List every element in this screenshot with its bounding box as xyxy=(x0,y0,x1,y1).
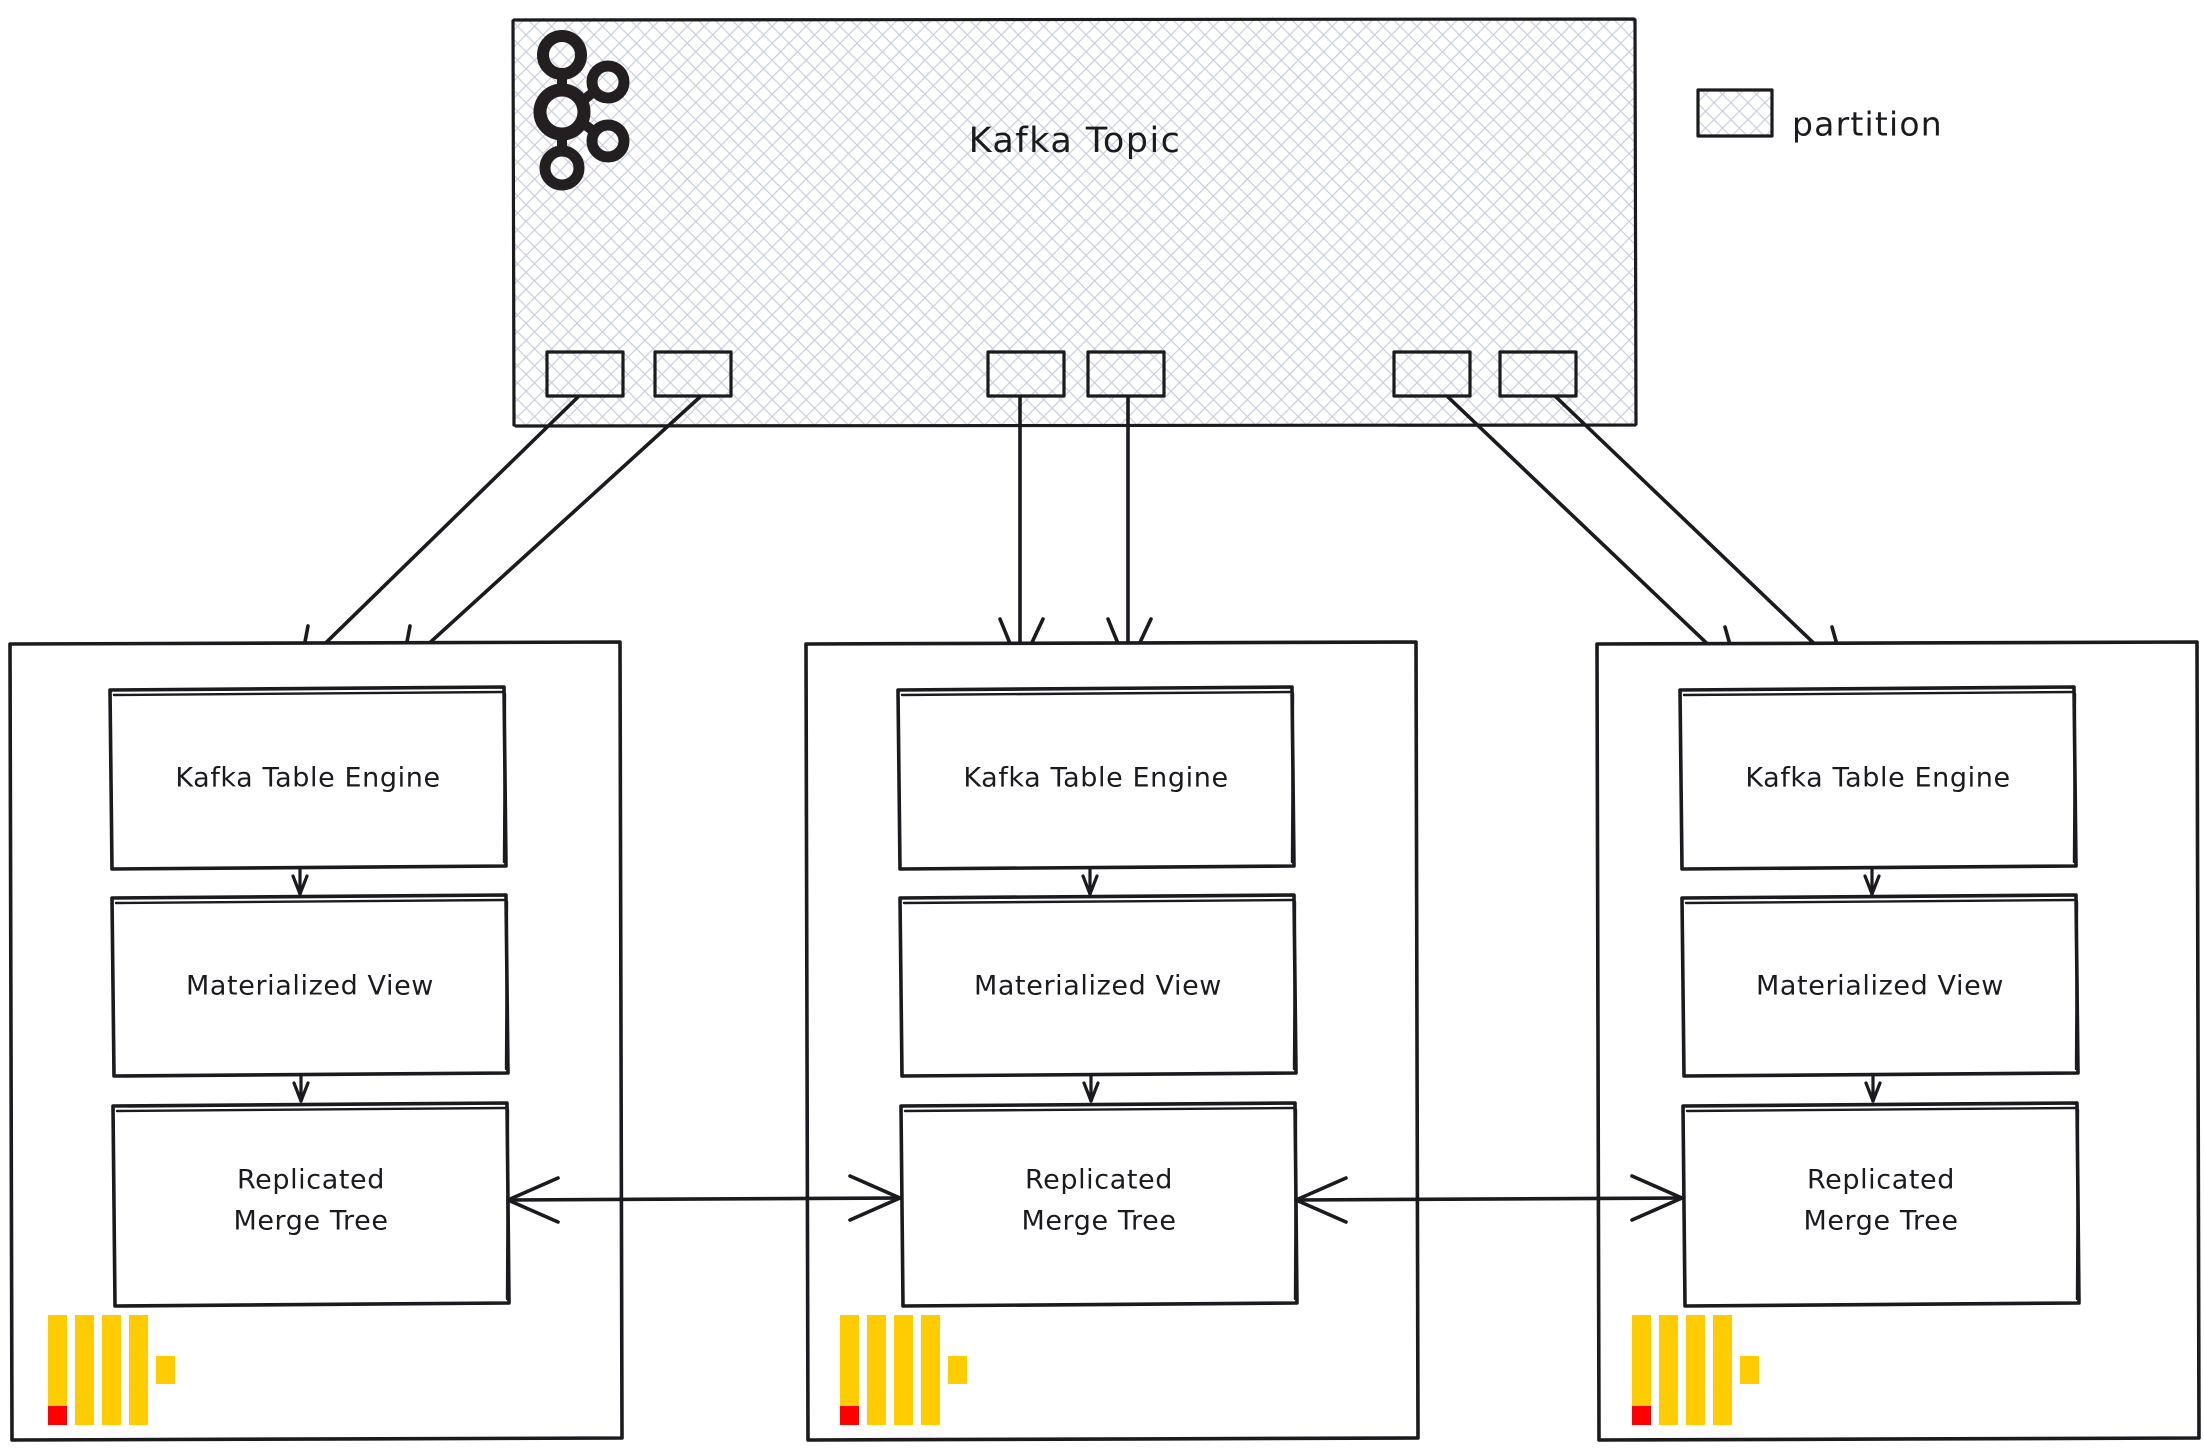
node-1-arrow-mv-to-rmt xyxy=(292,1074,310,1103)
node-3-materialized-view-label: Materialized View xyxy=(1756,971,2004,1002)
node-1-arrow-kte-to-mv xyxy=(291,867,309,896)
node-1-replicated-merge-tree-box[interactable]: Replicated Merge Tree xyxy=(111,1101,511,1308)
arrow-p6-to-node3 xyxy=(1554,395,1847,675)
node-2[interactable]: Kafka Table Engine Materialized View Rep… xyxy=(804,640,1420,1442)
node-3-kafka-table-engine-box[interactable]: Kafka Table Engine xyxy=(1678,685,2078,871)
node-2-kafka-table-engine-box[interactable]: Kafka Table Engine xyxy=(896,685,1296,871)
kafka-topic-border xyxy=(511,17,1638,428)
node-1-kafka-table-engine-box[interactable]: Kafka Table Engine xyxy=(108,685,508,871)
arrow-p3-to-node2 xyxy=(998,395,1045,670)
node-2-replicated-merge-tree-label-line1: Replicated xyxy=(1025,1165,1173,1196)
legend-swatch-border xyxy=(1696,88,1774,138)
legend-label: partition xyxy=(1792,105,1943,144)
arrow-p1-to-node1 xyxy=(298,395,580,670)
legend: partition xyxy=(1696,88,1943,144)
arrow-p2-to-node1 xyxy=(400,395,702,670)
replication-arrow-node2-node3 xyxy=(1294,1174,1684,1224)
node-1-replicated-merge-tree-label-line2: Merge Tree xyxy=(233,1206,388,1237)
node-3-replicated-merge-tree-box[interactable]: Replicated Merge Tree xyxy=(1681,1101,2081,1308)
node-2-replicated-merge-tree-box[interactable]: Replicated Merge Tree xyxy=(899,1101,1299,1308)
node-3-replicated-merge-tree-label-line2: Merge Tree xyxy=(1803,1206,1958,1237)
node-1-replicated-merge-tree-label-line1: Replicated xyxy=(237,1165,385,1196)
node-1-materialized-view-box[interactable]: Materialized View xyxy=(110,893,510,1078)
node-2-materialized-view-label: Materialized View xyxy=(974,971,1222,1002)
node-3-clickhouse-logo xyxy=(1632,1315,1759,1425)
kafka-topic-group[interactable]: Kafka Topic xyxy=(511,17,1638,428)
node-2-replicated-merge-tree-label-line2: Merge Tree xyxy=(1021,1206,1176,1237)
node-2-clickhouse-logo xyxy=(840,1315,967,1425)
partition-p5[interactable] xyxy=(1392,350,1472,398)
node-1[interactable]: Kafka Table Engine Materialized View Rep… xyxy=(8,640,624,1442)
legend-swatch-fill xyxy=(1698,90,1772,136)
node-3-kafka-table-engine-label: Kafka Table Engine xyxy=(1745,763,2010,794)
kafka-topic-label: Kafka Topic xyxy=(969,121,1182,161)
arrow-p5-to-node3 xyxy=(1446,395,1740,675)
node-3-materialized-view-box[interactable]: Materialized View xyxy=(1680,893,2080,1078)
node-3-replicated-merge-tree-label-line1: Replicated xyxy=(1807,1165,1955,1196)
partition-p3[interactable] xyxy=(986,350,1066,398)
node-3-arrow-kte-to-mv xyxy=(1863,867,1881,896)
node-3-arrow-mv-to-rmt xyxy=(1864,1074,1882,1103)
node-2-materialized-view-box[interactable]: Materialized View xyxy=(898,893,1298,1078)
node-1-materialized-view-label: Materialized View xyxy=(186,971,434,1002)
arrow-p4-to-node2 xyxy=(1106,395,1153,670)
node-1-kafka-table-engine-label: Kafka Table Engine xyxy=(175,763,440,794)
partition-p1[interactable] xyxy=(545,350,625,398)
replication-arrow-node1-node2 xyxy=(506,1174,902,1224)
kafka-logo xyxy=(533,30,630,191)
partition-p4[interactable] xyxy=(1086,350,1166,398)
node-2-arrow-kte-to-mv xyxy=(1081,867,1099,896)
partition-p2[interactable] xyxy=(653,350,733,398)
node-2-arrow-mv-to-rmt xyxy=(1082,1074,1100,1103)
node-3[interactable]: Kafka Table Engine Materialized View Rep… xyxy=(1595,640,2201,1442)
node-1-clickhouse-logo xyxy=(48,1315,175,1425)
partition-p6[interactable] xyxy=(1498,350,1578,398)
node-2-kafka-table-engine-label: Kafka Table Engine xyxy=(963,763,1228,794)
